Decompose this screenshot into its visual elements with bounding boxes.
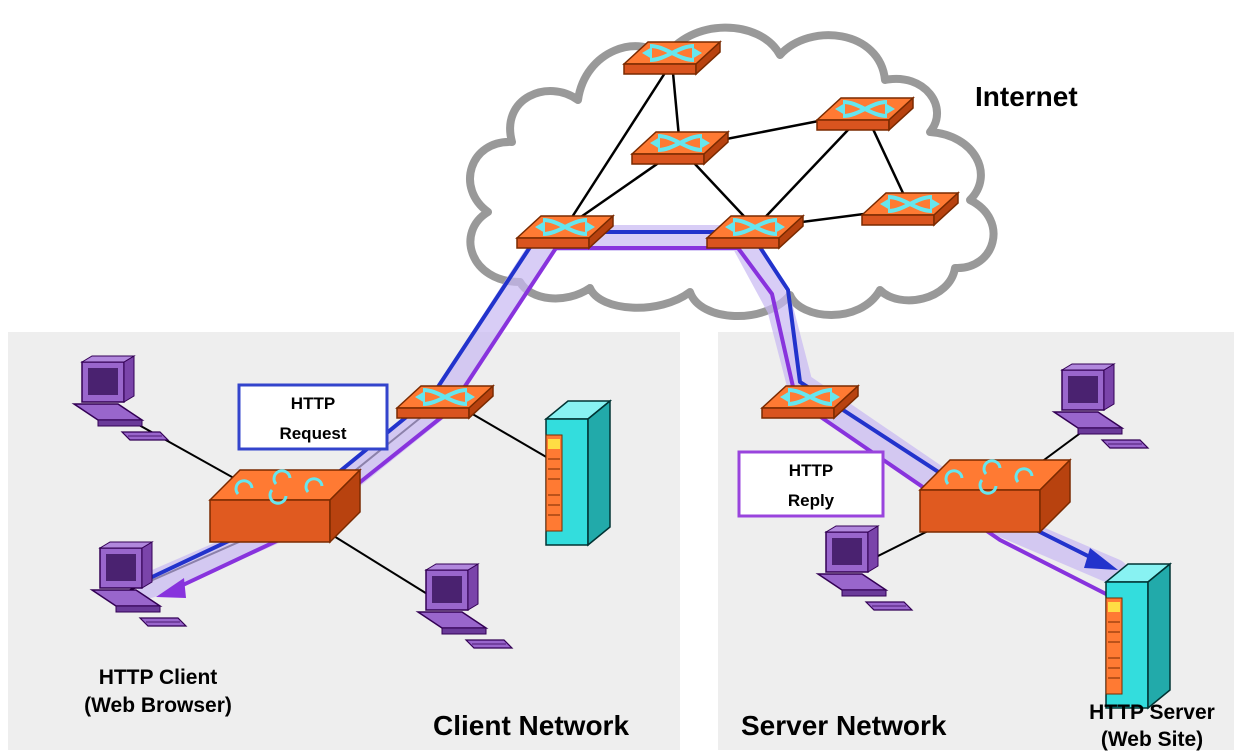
http-reply-label-1: HTTP xyxy=(789,461,833,480)
http-request-label-1: HTTP xyxy=(291,394,335,413)
hub-icon xyxy=(918,458,1072,534)
cloud-icon xyxy=(466,23,998,320)
http-request-label-2: Request xyxy=(279,424,346,443)
server-icon xyxy=(1105,563,1171,709)
http-client-label-2: (Web Browser) xyxy=(84,694,232,717)
internet-label: Internet xyxy=(975,81,1078,112)
http-reply-box xyxy=(737,450,885,518)
client-network-label: Client Network xyxy=(433,710,629,741)
http-client-label-1: HTTP Client xyxy=(99,666,218,689)
reply-arrowhead xyxy=(156,578,186,598)
server-network-label: Server Network xyxy=(741,710,947,741)
http-reply-label-2: Reply xyxy=(788,491,835,510)
http-server-label-2: (Web Site) xyxy=(1101,728,1203,751)
request-arrowhead xyxy=(1084,548,1118,570)
http-server-label-1: HTTP Server xyxy=(1089,701,1215,724)
server-icon xyxy=(545,400,611,546)
hub-icon xyxy=(208,468,362,544)
http-request-box xyxy=(237,383,389,451)
